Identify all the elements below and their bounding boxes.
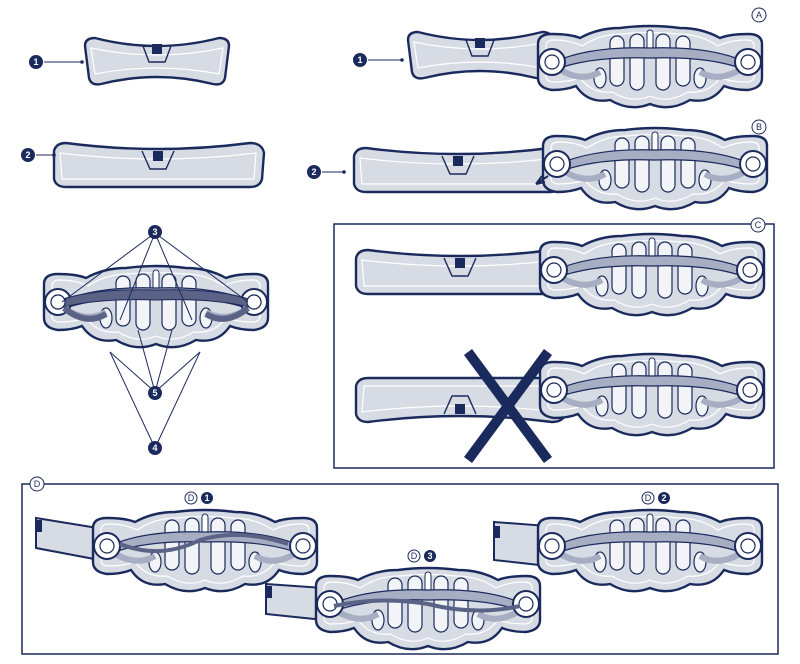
svg-text:2: 2 [311,167,316,177]
parts-legend-panel [44,266,268,347]
assembly-c-incorrect [354,354,764,435]
svg-text:A: A [756,10,762,20]
step-d1-label: D 1 [184,491,213,505]
svg-text:D: D [411,551,418,561]
section-label-d: D [29,476,45,492]
svg-text:2: 2 [25,150,30,160]
assembly-a [406,26,762,107]
step-d1-illustration [35,510,317,591]
step-d3-illustration [265,568,540,649]
incorrect-cross-icon [463,349,553,463]
short-front-pad [83,36,231,86]
svg-text:3: 3 [152,227,157,237]
svg-text:4: 4 [152,443,157,453]
section-d-frame [21,483,779,655]
step-d2-illustration [493,510,762,591]
svg-text:2: 2 [661,493,666,503]
marker-1-left: 1 [29,55,43,69]
legend-leader-lines [61,232,249,449]
svg-text:3: 3 [427,551,432,561]
marker-1-text: 1 [33,57,38,67]
svg-text:D: D [188,493,195,503]
step-d2-label: D 2 [641,491,670,505]
assembly-b [352,128,767,209]
step-d3-label: D 3 [407,549,436,563]
marker-2-right: 2 [307,165,321,179]
marker-1-text-right: 1 [357,55,362,65]
section-label-b: B [751,119,767,135]
marker-1-right: 1 [353,53,367,67]
section-label-c: C [750,217,766,233]
svg-text:1: 1 [204,493,209,503]
long-front-pad [52,141,266,189]
marker-2-left: 2 [21,148,35,162]
marker-4: 4 [148,441,162,455]
assembly-c-correct [354,234,764,315]
svg-text:D: D [34,479,41,489]
svg-text:D: D [645,493,652,503]
marker-3: 3 [148,225,162,239]
marker-5: 5 [148,386,162,400]
svg-text:5: 5 [152,388,157,398]
svg-text:B: B [756,122,762,132]
section-c-frame [333,223,775,469]
svg-text:C: C [755,220,762,230]
section-label-a: A [751,7,767,23]
